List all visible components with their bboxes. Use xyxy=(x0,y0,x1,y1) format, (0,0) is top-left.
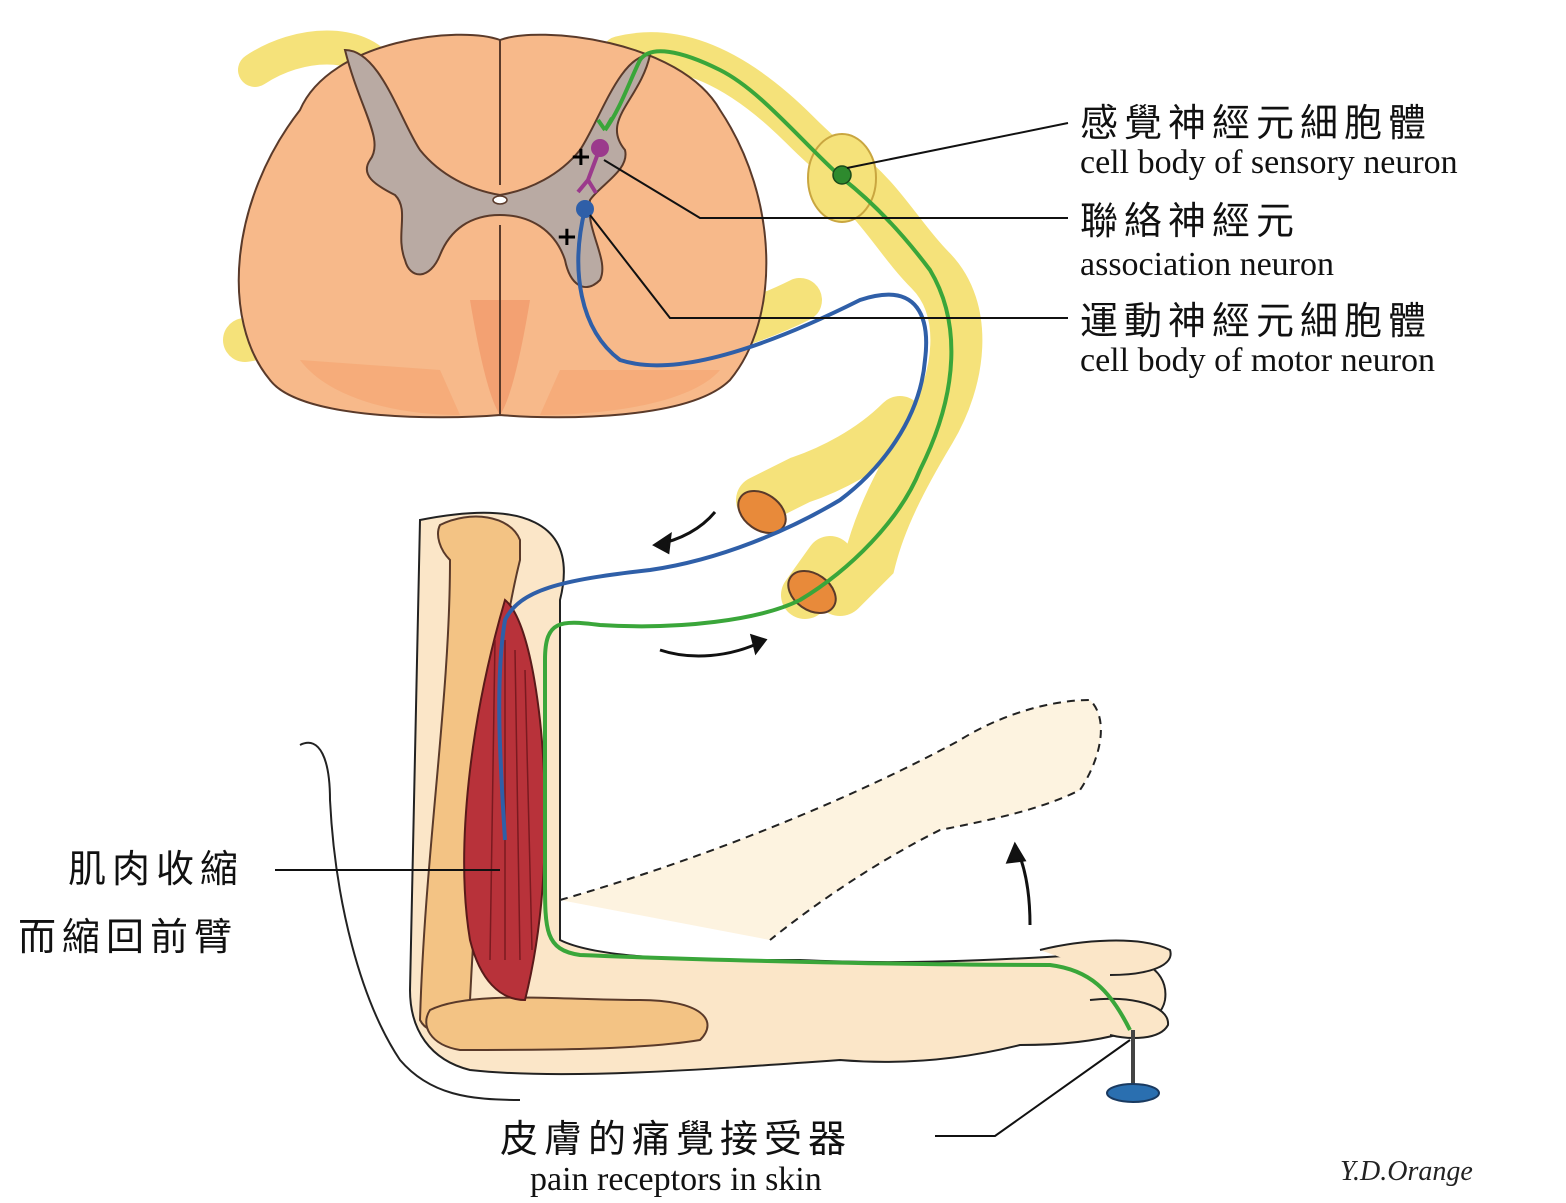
sensory-cell-body-label-en: cell body of sensory neuron xyxy=(1080,146,1458,180)
plus-sign-upper: + xyxy=(570,142,592,172)
plus-sign-lower: + xyxy=(556,222,578,252)
pin-stimulus xyxy=(1107,1030,1159,1102)
motor-cell-body-label-en: cell body of motor neuron xyxy=(1080,344,1435,378)
arm xyxy=(300,513,1171,1100)
artist-signature: Y.D.Orange xyxy=(1340,1158,1473,1186)
sensory-cell-body-label-zh: 感覺神經元細胞體 xyxy=(1080,104,1432,142)
pain-receptor-label-en: pain receptors in skin xyxy=(530,1163,822,1197)
forearm-withdraw-label: 而縮回前臂 xyxy=(18,918,238,956)
motor-cell-body-label-zh: 運動神經元細胞體 xyxy=(1080,302,1432,340)
muscle-contraction-label: 肌肉收縮 xyxy=(68,850,244,888)
association-neuron-label-en: association neuron xyxy=(1080,248,1334,282)
spinal-cord-cross-section xyxy=(239,35,860,418)
association-neuron-label-zh: 聯絡神經元 xyxy=(1080,202,1300,240)
pain-receptor-label-zh: 皮膚的痛覺接受器 xyxy=(500,1120,852,1158)
